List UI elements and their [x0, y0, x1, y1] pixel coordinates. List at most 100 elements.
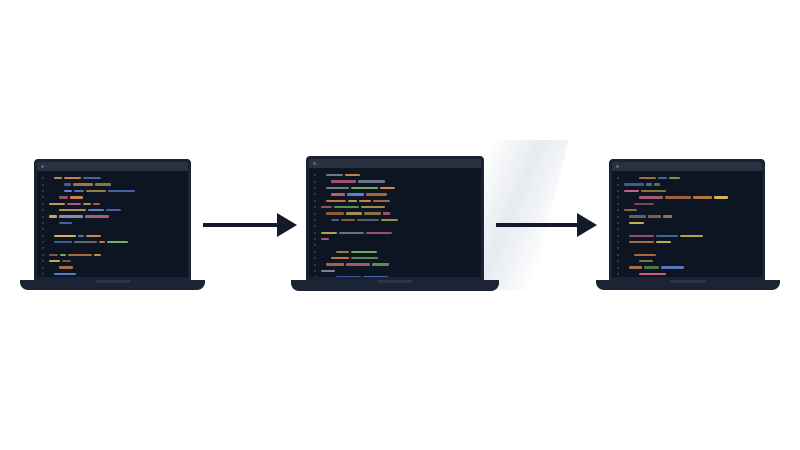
- code-token: [654, 183, 660, 186]
- line-gutter: [37, 266, 49, 269]
- code-line: [309, 268, 481, 274]
- laptop-2-titlebar: [309, 159, 481, 168]
- line-gutter: [612, 234, 624, 237]
- code-token: [336, 250, 349, 254]
- line-gutter: [612, 241, 624, 244]
- code-token: [67, 202, 81, 205]
- code-token: [321, 205, 332, 209]
- line-gutter: [309, 231, 321, 234]
- code-line: [37, 194, 188, 200]
- line-gutter: [37, 177, 49, 180]
- code-line: [37, 226, 188, 232]
- code-token: [64, 183, 71, 186]
- code-token: [629, 266, 642, 269]
- code-token: [49, 202, 65, 205]
- code-line: [37, 188, 188, 194]
- code-line: [612, 213, 762, 219]
- line-gutter: [309, 218, 321, 221]
- laptop-1-titlebar: [37, 162, 188, 171]
- laptop-2-code: [309, 168, 481, 277]
- code-line: [309, 255, 481, 261]
- code-line: [309, 236, 481, 242]
- line-gutter: [309, 212, 321, 215]
- line-gutter: [309, 257, 321, 260]
- code-token: [383, 212, 390, 215]
- code-token: [86, 189, 106, 193]
- laptop-1: [20, 159, 205, 291]
- code-line: [309, 223, 481, 229]
- code-line: [612, 258, 762, 264]
- line-gutter: [612, 177, 624, 180]
- code-line: [37, 220, 188, 226]
- code-token: [49, 215, 57, 218]
- code-token: [346, 212, 362, 215]
- laptop-1-code: [37, 171, 188, 277]
- code-line: [612, 181, 762, 187]
- code-token: [348, 199, 357, 202]
- code-token: [83, 177, 101, 180]
- code-line: [37, 258, 188, 264]
- code-line: [612, 226, 762, 232]
- line-gutter: [612, 253, 624, 256]
- laptop-2: [291, 156, 499, 292]
- code-token: [646, 183, 652, 186]
- code-token: [62, 260, 71, 263]
- laptop-2-base: [291, 280, 499, 291]
- line-gutter: [37, 183, 49, 186]
- line-gutter: [37, 241, 49, 244]
- code-token: [644, 266, 659, 269]
- code-token: [321, 237, 329, 241]
- code-token: [59, 208, 86, 212]
- code-token: [351, 250, 377, 254]
- code-token: [341, 218, 355, 222]
- line-gutter: [309, 263, 321, 266]
- code-token: [331, 193, 345, 196]
- code-token: [680, 234, 703, 237]
- code-token: [629, 221, 644, 225]
- laptop-2-screen: [306, 156, 484, 280]
- code-line: [37, 252, 188, 258]
- code-line: [309, 217, 481, 223]
- line-gutter: [309, 186, 321, 189]
- code-line: [612, 239, 762, 245]
- code-token: [358, 180, 385, 183]
- code-token: [629, 215, 646, 218]
- line-gutter: [612, 247, 624, 250]
- line-gutter: [309, 238, 321, 241]
- code-line: [309, 242, 481, 248]
- code-line: [309, 204, 481, 210]
- line-gutter: [612, 273, 624, 276]
- line-gutter: [37, 202, 49, 205]
- laptop-1-screen: [34, 159, 191, 280]
- code-line: [309, 185, 481, 191]
- code-token: [326, 186, 349, 190]
- code-token: [364, 212, 381, 215]
- code-token: [83, 202, 91, 205]
- code-token: [59, 266, 73, 269]
- line-gutter: [612, 221, 624, 224]
- code-token: [372, 263, 389, 266]
- code-line: [37, 239, 188, 245]
- code-line: [37, 181, 188, 187]
- code-line: [612, 201, 762, 207]
- code-token: [669, 177, 680, 180]
- code-token: [326, 199, 346, 202]
- code-token: [86, 234, 101, 237]
- line-gutter: [612, 260, 624, 263]
- code-token: [54, 177, 62, 180]
- code-token: [108, 189, 135, 193]
- code-token: [95, 183, 111, 186]
- code-line: [37, 271, 188, 277]
- code-line: [612, 175, 762, 181]
- code-token: [326, 174, 343, 177]
- code-token: [70, 196, 83, 199]
- code-token: [99, 240, 105, 244]
- code-token: [59, 196, 68, 199]
- laptop-1-trackpad-notch: [94, 280, 131, 283]
- code-token: [345, 174, 360, 177]
- code-line: [309, 230, 481, 236]
- code-token: [331, 257, 349, 260]
- code-line: [612, 188, 762, 194]
- code-token: [629, 240, 654, 244]
